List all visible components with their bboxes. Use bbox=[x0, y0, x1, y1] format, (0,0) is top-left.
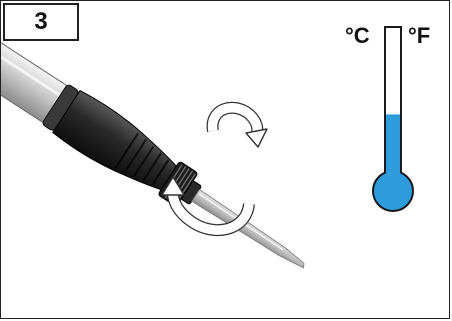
fahrenheit-label: °F bbox=[408, 23, 431, 48]
celsius-label: °C bbox=[345, 23, 370, 48]
rotate-arrows-icon bbox=[161, 101, 268, 236]
soldering-iron-icon bbox=[1, 30, 305, 269]
thermometer-icon bbox=[372, 26, 414, 212]
step-number: 3 bbox=[3, 3, 79, 41]
